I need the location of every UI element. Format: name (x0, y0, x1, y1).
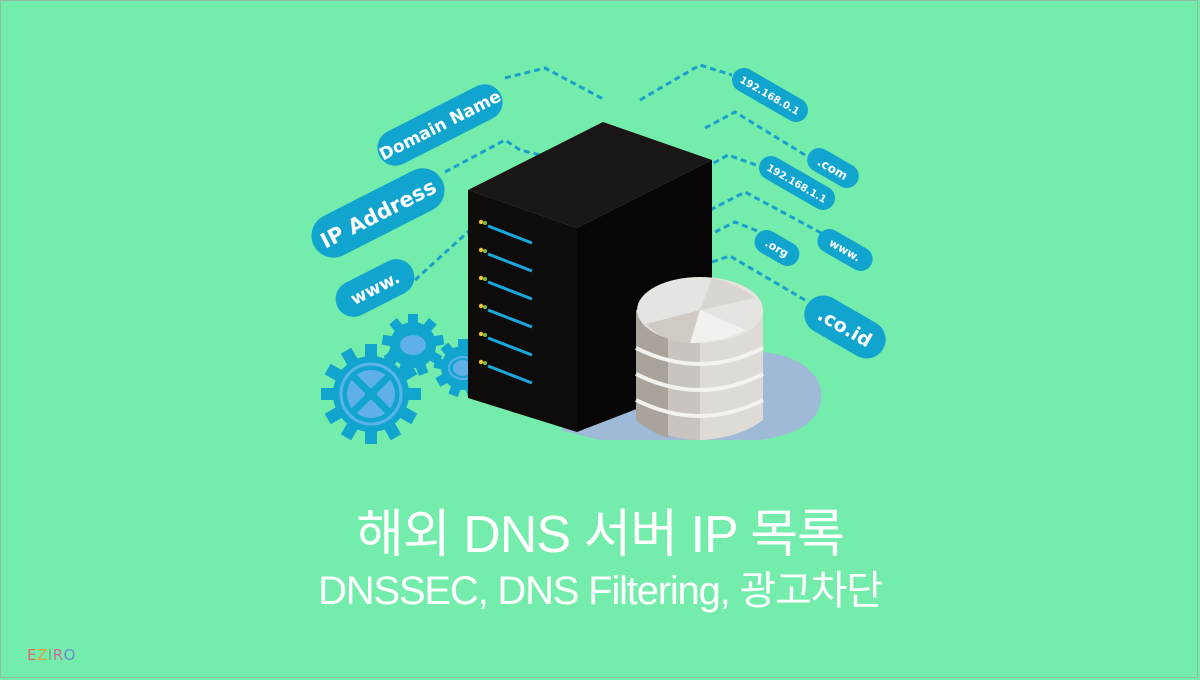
dns-server-illustration: Domain Name IP Address www. 192.168.0.1 … (311, 63, 886, 444)
eziro-logo: EZIRO (27, 646, 76, 664)
pill-ip-address: IP Address (311, 168, 445, 258)
pill-www-right: www. (817, 229, 873, 271)
connection-lines-right (639, 63, 826, 302)
gear-icon-small-top (381, 314, 445, 376)
logo-letter: Z (36, 646, 48, 664)
database-icon (635, 277, 764, 440)
pill-domain-name: Domain Name (376, 84, 505, 166)
pill-www-left: www. (335, 259, 415, 317)
logo-letter: O (63, 646, 76, 664)
pill-org: .org (754, 230, 800, 266)
connection-lines-left (413, 66, 606, 282)
svg-text:Domain Name: Domain Name (376, 87, 504, 166)
page-title: 해외 DNS 서버 IP 목록 (356, 506, 845, 564)
logo-letter: E (27, 646, 37, 664)
pill-co-id: .co.id (804, 295, 886, 359)
logo-letter: R (52, 646, 64, 664)
logo-letter: I (47, 646, 53, 664)
page-subtitle: DNSSEC, DNS Filtering, 광고차단 (318, 569, 883, 613)
